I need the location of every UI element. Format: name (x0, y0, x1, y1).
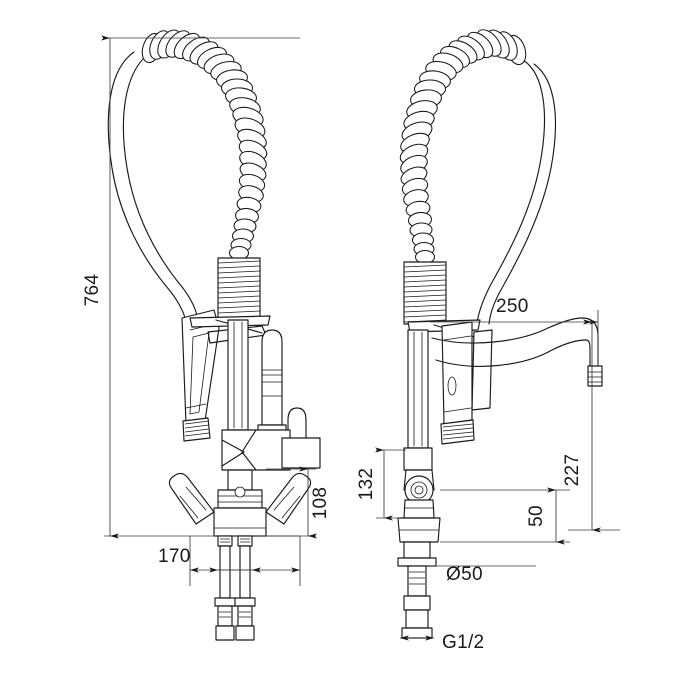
dimension-label-g12: G1/2 (442, 632, 484, 653)
dimension-flange-offset: 50 (440, 487, 570, 545)
front-mixer-body (213, 429, 321, 537)
dimension-label-50: 50 (526, 505, 547, 527)
side-view-assembly (397, 29, 603, 639)
front-swivel-column (257, 329, 287, 438)
dimension-label-diameter-50: Ø50 (446, 564, 483, 585)
front-spring-coil (141, 29, 268, 261)
front-riser-tube (227, 319, 249, 431)
side-supply-shank (397, 541, 437, 639)
front-handle-right (265, 472, 312, 525)
side-spray-handle (440, 321, 493, 445)
dimension-base-spread: 170 (158, 536, 301, 586)
dimension-handle-height: 108 (266, 466, 331, 539)
front-spray-handle (181, 309, 267, 442)
dimension-body-height: 132 (356, 447, 406, 521)
front-handle-left (168, 472, 215, 525)
side-spring-coil (399, 29, 527, 265)
dimension-label-132: 132 (356, 468, 377, 501)
front-spring-sleeve (217, 257, 261, 321)
dimension-flange-diameter: Ø50 (412, 564, 536, 585)
dimension-label-108: 108 (310, 487, 331, 520)
front-hose (107, 51, 199, 323)
dimension-label-250: 250 (496, 296, 529, 317)
side-mixer-body (397, 469, 441, 543)
side-riser-tube (403, 329, 433, 471)
dimension-inlet-thread: G1/2 (400, 632, 484, 653)
side-spring-sleeve (403, 261, 447, 325)
dimension-label-227: 227 (562, 454, 583, 487)
dimension-label-764: 764 (82, 274, 103, 307)
dimension-spout-height: 227 (562, 319, 620, 533)
front-view-assembly (107, 29, 321, 641)
front-supply-shanks (214, 535, 256, 641)
side-hose (476, 59, 556, 325)
dimension-label-170: 170 (158, 546, 191, 567)
